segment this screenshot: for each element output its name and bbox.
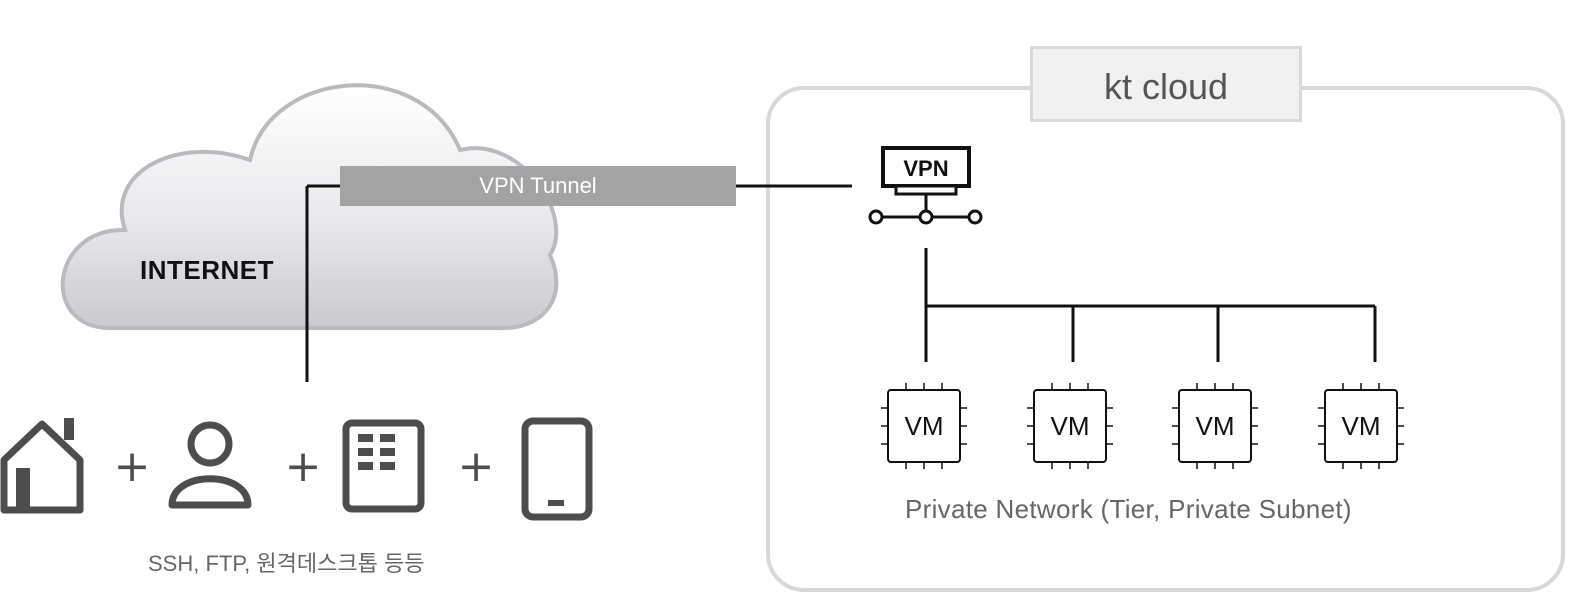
plus-separator: + <box>114 441 151 492</box>
vm-chip-icon: VM <box>881 383 967 469</box>
plus-separator: + <box>458 441 495 492</box>
network-bus <box>924 248 1377 362</box>
vm-label: VM <box>1051 411 1090 441</box>
home-icon <box>0 418 84 514</box>
vm-label: VM <box>1196 411 1235 441</box>
tunnel-connector <box>305 184 852 382</box>
vpn-device-icon <box>868 146 983 225</box>
client-protocols-caption: SSH, FTP, 원격데스크톱 등등 <box>148 551 425 576</box>
internet-label: INTERNET <box>140 255 274 285</box>
private-network-label: Private Network (Tier, Private Subnet) <box>905 494 1352 524</box>
vm-label: VM <box>905 411 944 441</box>
vm-label: VM <box>1342 411 1381 441</box>
vm-chip-icon: VM <box>1172 383 1258 469</box>
plus-separator: + <box>285 441 322 492</box>
vm-chip-icon: VM <box>1318 383 1404 469</box>
internet-cloud <box>60 83 559 331</box>
mobile-icon <box>521 417 593 521</box>
building-icon <box>342 419 425 513</box>
vm-group: VM VM VM VM <box>881 383 1404 469</box>
vpn-tunnel-bar: VPN Tunnel <box>340 166 736 206</box>
user-icon <box>168 421 252 509</box>
vm-chip-icon: VM <box>1027 383 1113 469</box>
vpn-device-label: VPN <box>903 156 948 181</box>
kt-cloud-title: kt cloud <box>1030 46 1302 122</box>
